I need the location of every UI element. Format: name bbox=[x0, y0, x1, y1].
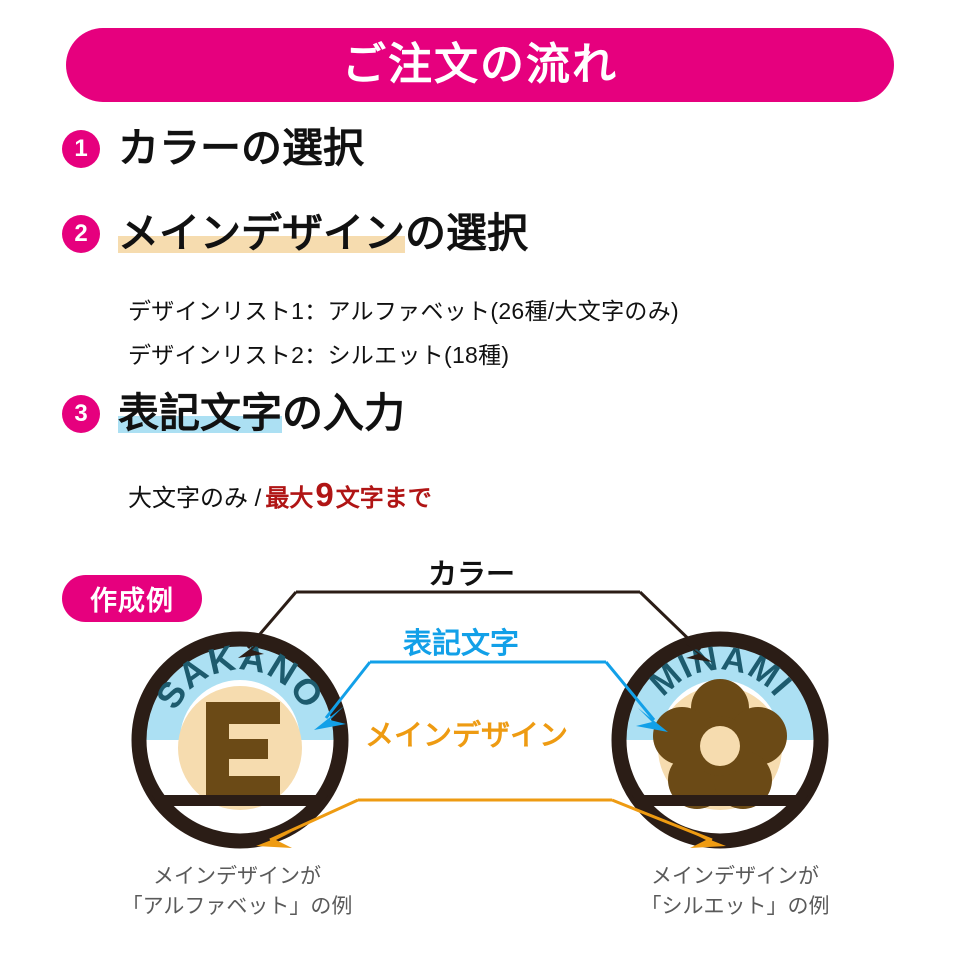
annotation-label-text: 表記文字 bbox=[403, 628, 520, 660]
step-2-number-badge: 2 bbox=[62, 214, 100, 253]
step-3: 3 表記文字の入力 bbox=[62, 390, 405, 436]
annotation-label-design: メインデザイン bbox=[365, 720, 569, 752]
input-note: 大文字のみ / 最大 9 文字まで bbox=[128, 476, 432, 514]
page-header-pill: ご注文の流れ bbox=[66, 28, 894, 102]
connector-color bbox=[246, 590, 702, 652]
page-title: ご注文の流れ bbox=[342, 40, 618, 89]
connector-text bbox=[324, 660, 656, 721]
badge-right-glyph-flower bbox=[653, 679, 787, 809]
caption-left-line-2: 「アルファベット」の例 bbox=[121, 895, 353, 919]
example-label-pill: 作成例 bbox=[62, 575, 202, 622]
input-note-strong-before: 最大 bbox=[265, 485, 314, 512]
input-note-prefix: 大文字のみ / bbox=[128, 485, 262, 512]
connector-design bbox=[269, 798, 713, 842]
example-badge-right: MINAMI bbox=[611, 631, 829, 849]
connector-design-arrowhead-right bbox=[690, 832, 726, 848]
input-note-strong-after: 文字まで bbox=[335, 485, 432, 512]
step-2: 2 メインデザインの選択 bbox=[62, 210, 528, 256]
badge-left-glyph-E bbox=[206, 702, 280, 798]
connector-design-arrowhead-left bbox=[256, 832, 292, 848]
design-list-item-1: デザインリスト1：アルファベット(26種/大文字のみ) bbox=[128, 298, 679, 324]
connector-color-arrowhead-left bbox=[238, 640, 264, 658]
design-list-item-2: デザインリスト2：シルエット(18種) bbox=[128, 342, 510, 368]
step-3-title-highlight: 表記文字 bbox=[118, 390, 282, 436]
step-2-title-rest: の選択 bbox=[405, 210, 528, 256]
annotation-label-color: カラー bbox=[428, 559, 516, 591]
example-diagram: SAKANO bbox=[0, 540, 960, 960]
caption-left: メインデザインが 「アルファベット」の例 bbox=[77, 862, 397, 923]
input-note-max-count: 9 bbox=[315, 476, 334, 513]
connector-color-arrowhead-right bbox=[686, 644, 712, 662]
caption-right: メインデザインが 「シルエット」の例 bbox=[575, 862, 895, 923]
step-1: 1 カラーの選択 bbox=[62, 125, 364, 171]
caption-right-line-1: メインデザインが bbox=[651, 865, 819, 888]
step-1-title-text: カラーの選択 bbox=[118, 125, 364, 171]
step-3-number-badge: 3 bbox=[62, 394, 100, 433]
step-2-title-highlight: メインデザイン bbox=[118, 210, 405, 256]
example-badge-left: SAKANO bbox=[131, 631, 349, 849]
step-3-title-rest: の入力 bbox=[282, 390, 405, 436]
connector-text-arrowhead-right bbox=[636, 708, 668, 732]
connector-text-arrowhead-left bbox=[314, 706, 346, 730]
step-2-title: メインデザインの選択 bbox=[118, 210, 528, 256]
step-3-title: 表記文字の入力 bbox=[118, 390, 405, 436]
step-1-number-badge: 1 bbox=[62, 129, 100, 168]
step-1-title: カラーの選択 bbox=[118, 125, 364, 171]
caption-left-line-1: メインデザインが bbox=[153, 865, 321, 888]
example-label-text: 作成例 bbox=[90, 586, 174, 616]
caption-right-line-2: 「シルエット」の例 bbox=[640, 895, 830, 919]
